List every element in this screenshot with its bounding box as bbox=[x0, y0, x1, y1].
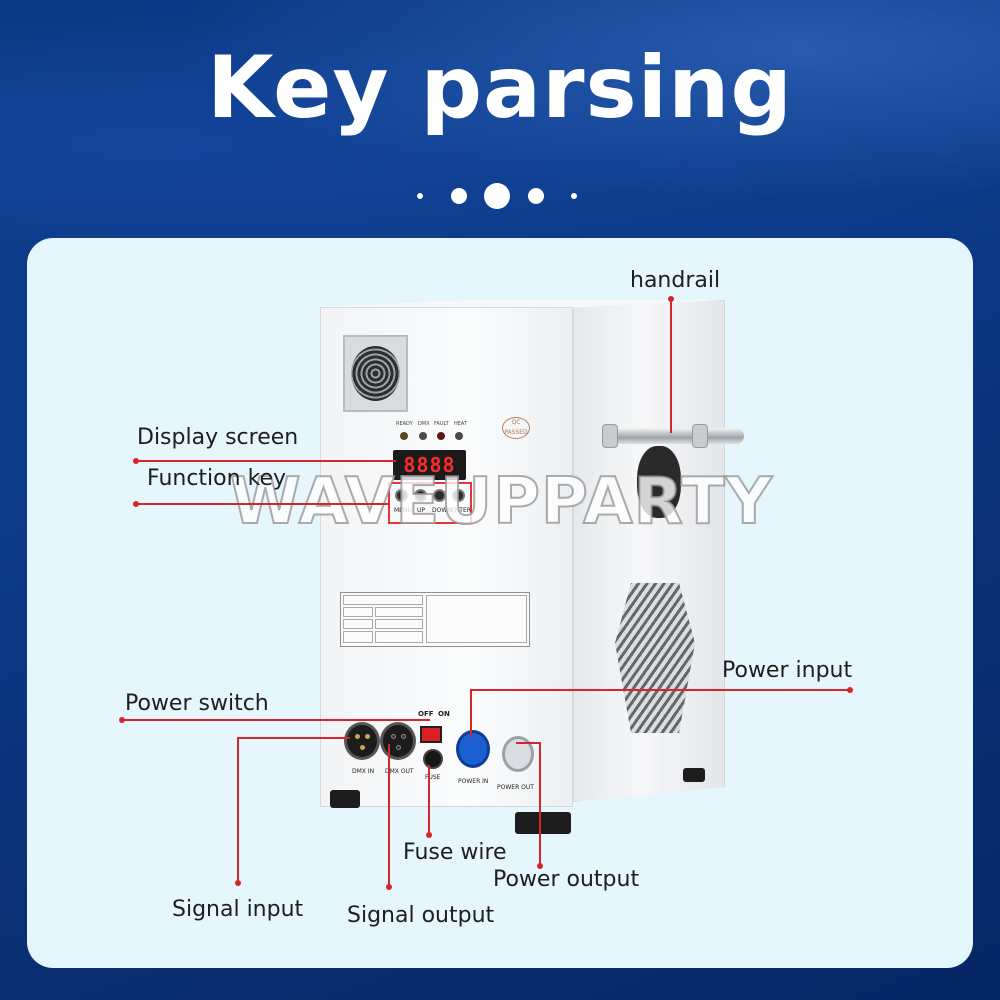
menu-key[interactable] bbox=[395, 489, 408, 502]
callout-line-handrail bbox=[670, 298, 672, 433]
power-in-port[interactable] bbox=[456, 730, 490, 768]
callout-function-key: Function key bbox=[147, 466, 287, 491]
callout-dot-power-switch bbox=[119, 717, 125, 723]
plate-cell bbox=[375, 631, 423, 643]
dot-1 bbox=[417, 193, 423, 199]
plate-cell bbox=[343, 631, 373, 643]
callout-display-screen: Display screen bbox=[137, 425, 299, 450]
callout-handrail: handrail bbox=[630, 268, 721, 293]
fuse-label: FUSE bbox=[425, 774, 441, 781]
callout-dot-signal-input bbox=[235, 880, 241, 886]
dmx-in-label: DMX IN bbox=[352, 768, 375, 775]
dot-active bbox=[484, 183, 510, 209]
callout-dot-fuse-wire bbox=[426, 832, 432, 838]
up-key-label: UP bbox=[417, 507, 426, 514]
down-key-label: DOWN bbox=[432, 507, 452, 514]
callout-dot-power-output bbox=[537, 863, 543, 869]
plate-cell bbox=[343, 619, 373, 629]
side-vent bbox=[615, 583, 695, 733]
xlr-pin bbox=[391, 734, 396, 739]
callout-power-input: Power input bbox=[722, 658, 853, 683]
callout-dot-display bbox=[133, 458, 139, 464]
up-key[interactable] bbox=[414, 489, 427, 502]
callout-line-power-input-h bbox=[472, 689, 850, 691]
machine-foot bbox=[683, 768, 705, 782]
enter-key-label: ENTER bbox=[451, 507, 471, 514]
indicator-label-dmx: DMX bbox=[418, 421, 430, 427]
power-in-label: POWER IN bbox=[458, 778, 489, 785]
callout-line-power-input-v bbox=[470, 689, 472, 737]
qc-stamp: QC PASSED bbox=[502, 417, 530, 439]
callout-dot-signal-output bbox=[386, 884, 392, 890]
dot-4 bbox=[528, 188, 544, 204]
xlr-pin bbox=[355, 734, 360, 739]
indicator-led-heat bbox=[455, 432, 463, 440]
callout-line-function-key bbox=[136, 503, 390, 505]
callout-fuse-wire: Fuse wire bbox=[403, 840, 507, 865]
machine-foot bbox=[330, 790, 360, 808]
callout-line-power-switch bbox=[122, 719, 430, 721]
xlr-pin bbox=[360, 745, 365, 750]
callout-line-signal-output bbox=[388, 744, 390, 888]
xlr-pin bbox=[401, 734, 406, 739]
callout-signal-output: Signal output bbox=[347, 903, 495, 928]
xlr-pin bbox=[396, 745, 401, 750]
handrail-bar[interactable] bbox=[606, 428, 744, 444]
menu-key-label: MENU bbox=[394, 507, 412, 514]
switch-on-label: ON bbox=[438, 710, 450, 718]
callout-line-display bbox=[136, 460, 396, 462]
indicator-led-ready bbox=[400, 432, 408, 440]
handle-grip bbox=[637, 446, 681, 518]
callout-dot-function-key bbox=[133, 501, 139, 507]
indicator-label-fault: FAULT bbox=[434, 421, 449, 427]
plate-cell bbox=[426, 595, 527, 643]
cooling-fan-icon bbox=[343, 335, 408, 412]
fuse-holder[interactable] bbox=[423, 749, 443, 769]
display-screen: 8888 bbox=[393, 450, 466, 480]
callout-dot-power-input bbox=[847, 687, 853, 693]
dmx-out-label: DMX OUT bbox=[385, 768, 414, 775]
page-title: Key parsing bbox=[207, 38, 793, 138]
dot-5 bbox=[571, 193, 577, 199]
dot-2 bbox=[451, 188, 467, 204]
indicator-led-dmx bbox=[419, 432, 427, 440]
power-out-label: POWER OUT bbox=[497, 784, 534, 791]
handrail-mount-right bbox=[692, 424, 708, 448]
callout-line-signal-input-h bbox=[238, 737, 350, 739]
indicator-label-heat: HEAT bbox=[454, 421, 468, 427]
machine-foot bbox=[515, 812, 571, 834]
xlr-pin bbox=[365, 734, 370, 739]
carousel-dots bbox=[0, 183, 1000, 209]
plate-cell bbox=[375, 619, 423, 629]
callout-power-switch: Power switch bbox=[125, 691, 269, 716]
handrail-mount-left bbox=[602, 424, 618, 448]
callout-line-power-output-h bbox=[516, 742, 540, 744]
dmx-out-port[interactable] bbox=[380, 722, 416, 760]
plate-cell bbox=[343, 595, 423, 605]
fan-grille bbox=[351, 346, 400, 401]
power-switch[interactable] bbox=[420, 726, 442, 743]
callout-line-power-output-v bbox=[539, 742, 541, 866]
plate-cell bbox=[375, 607, 423, 617]
dmx-in-port[interactable] bbox=[344, 722, 380, 760]
spec-label-plate bbox=[340, 592, 530, 647]
callout-power-output: Power output bbox=[493, 867, 640, 892]
callout-signal-input: Signal input bbox=[172, 897, 304, 922]
enter-key[interactable] bbox=[452, 489, 465, 502]
watermark: WAVEUPPARTY bbox=[229, 464, 773, 540]
indicator-led-fault bbox=[437, 432, 445, 440]
callout-dot-handrail bbox=[668, 296, 674, 302]
callout-line-signal-input-v bbox=[237, 737, 239, 883]
switch-off-label: OFF bbox=[418, 710, 434, 718]
callout-line-fuse-wire bbox=[428, 765, 430, 835]
indicator-label-ready: READY bbox=[396, 421, 413, 427]
down-key[interactable] bbox=[433, 489, 446, 502]
plate-cell bbox=[343, 607, 373, 617]
